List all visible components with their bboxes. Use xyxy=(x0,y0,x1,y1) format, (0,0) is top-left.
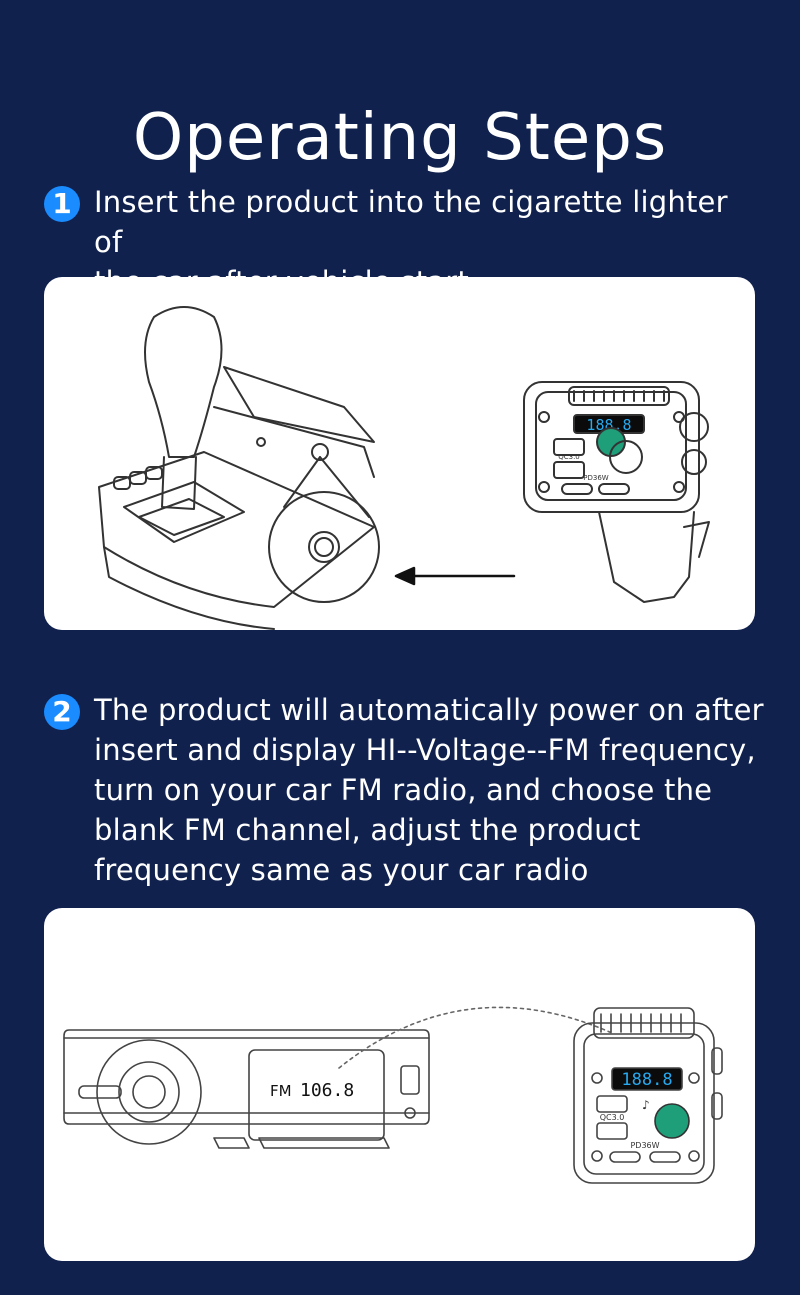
step-2-line-5: frequency same as your car radio xyxy=(94,853,589,887)
device-display-digits: 188.8 xyxy=(586,416,631,434)
step-2-text: The product will automatically power on … xyxy=(94,690,764,890)
step-2-illustration: FM 106.8 188.8 QC3.0 ♪ PD36W xyxy=(63,1006,723,1184)
lighter-socket-zoom-icon xyxy=(268,491,380,603)
device-qc-label-2: QC3.0 xyxy=(600,1113,625,1122)
device-pd-label: PD36W xyxy=(583,474,609,482)
step-2-line-3: turn on your car FM radio, and choose th… xyxy=(94,773,713,807)
step-2-line-4: blank FM channel, adjust the product xyxy=(94,813,641,847)
device-display-digits-2: 188.8 xyxy=(621,1070,672,1090)
step-2-illustration-panel: FM 106.8 188.8 QC3.0 ♪ PD36W xyxy=(44,908,755,1261)
step-2-line-2: insert and display HI--Voltage--FM frequ… xyxy=(94,733,756,767)
step-1-line-1: Insert the product into the cigarette li… xyxy=(94,185,728,259)
radio-frequency-readout: 106.8 xyxy=(300,1080,354,1101)
step-1-illustration: 188.8 QC3.0 PD36W xyxy=(98,306,710,630)
page-title: Operating Steps xyxy=(132,100,668,175)
fm-transmitter-device-illustration: 188.8 QC3.0 PD36W xyxy=(523,381,710,603)
device-pd-label-2: PD36W xyxy=(630,1141,659,1150)
step-2: 2 The product will automatically power o… xyxy=(44,690,764,890)
music-note-icon: ♪ xyxy=(642,1098,650,1112)
arrow-left-icon xyxy=(394,566,516,586)
radio-band-label: FM xyxy=(270,1082,292,1100)
device-qc-label: QC3.0 xyxy=(558,453,580,461)
car-radio-panel-illustration: FM 106.8 xyxy=(63,1029,430,1149)
step-1-illustration-panel: 188.8 QC3.0 PD36W xyxy=(44,277,755,630)
fm-transmitter-device-front-illustration: 188.8 QC3.0 ♪ PD36W xyxy=(573,1007,723,1184)
step-1-badge: 1 xyxy=(44,186,80,222)
step-2-line-1: The product will automatically power on … xyxy=(94,693,764,727)
gear-shift-illustration xyxy=(98,306,375,630)
step-2-badge: 2 xyxy=(44,694,80,730)
